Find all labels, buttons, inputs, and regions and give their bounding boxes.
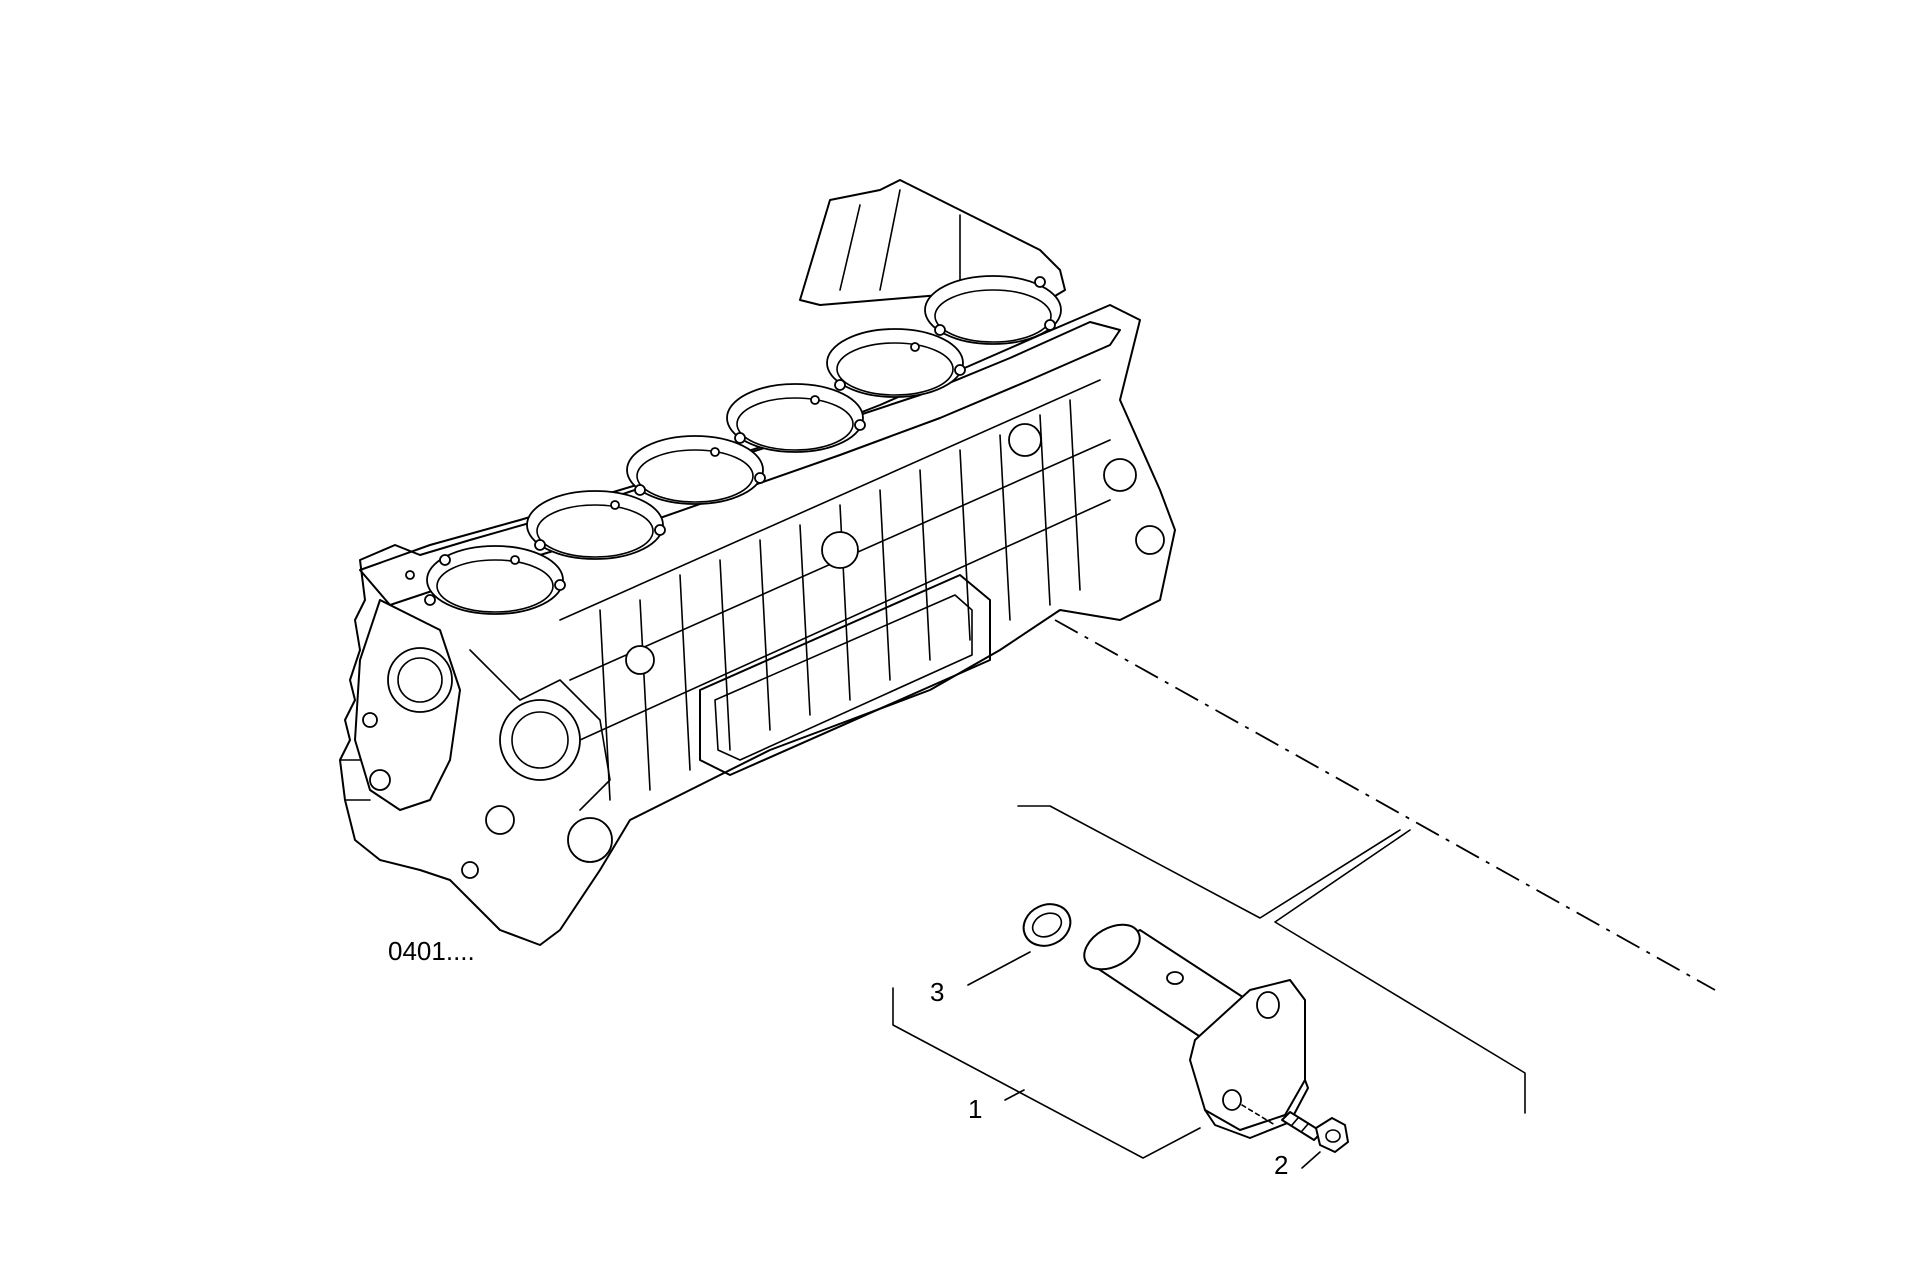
group-bracket-lower xyxy=(892,987,1201,1159)
cylinder-bore xyxy=(726,383,864,453)
cylinder-bore xyxy=(526,490,664,560)
leader-line-3 xyxy=(967,951,1031,986)
engine-block-rear-bracket xyxy=(799,179,1066,306)
oil-tube xyxy=(1083,923,1309,1139)
callout-2: 2 xyxy=(1274,1150,1289,1180)
engine-block xyxy=(339,179,1176,946)
cylinder-bore xyxy=(826,328,964,398)
reference-label: 0401.... xyxy=(388,936,475,966)
side-boss xyxy=(625,645,655,675)
cylinder-bore xyxy=(626,435,764,505)
cylinder-bores xyxy=(426,275,1062,615)
side-face-ribs xyxy=(559,379,1111,801)
side-boss xyxy=(1103,458,1137,492)
bracket-detail xyxy=(839,189,961,291)
cylinder-bore xyxy=(924,275,1062,345)
group-bracket-right xyxy=(1274,829,1526,1114)
screw xyxy=(1241,1104,1349,1153)
front-face xyxy=(339,599,613,879)
side-boss xyxy=(1008,423,1042,457)
group-bracket-upper xyxy=(1017,805,1401,919)
assembly-centerline xyxy=(1054,619,1716,991)
deck-bolt-holes xyxy=(405,276,1056,606)
callout-1: 1 xyxy=(968,1094,983,1124)
side-window xyxy=(699,574,991,776)
callout-3: 3 xyxy=(930,977,945,1007)
seal-ring xyxy=(1022,903,1072,947)
leader-line-2 xyxy=(1301,1151,1321,1169)
side-boss xyxy=(821,531,859,569)
leader-line-1 xyxy=(1004,1089,1025,1101)
side-boss xyxy=(1135,525,1165,555)
